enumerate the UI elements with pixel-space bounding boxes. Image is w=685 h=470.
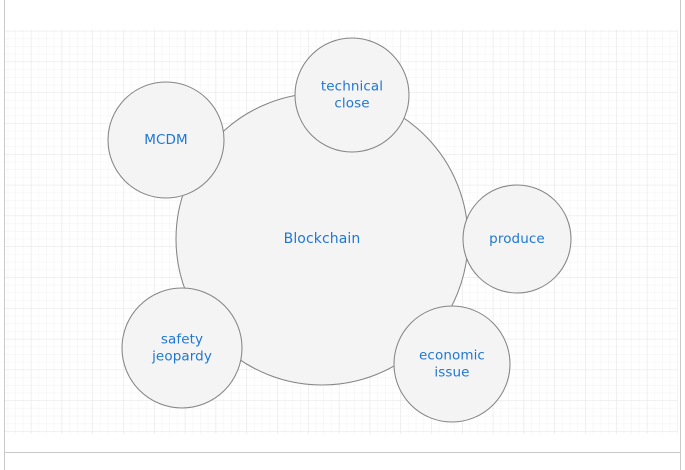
bubble-mcdm[interactable]: MCDM — [107, 81, 225, 199]
bubble-label-line: produce — [489, 231, 545, 247]
bubble-label-line: issue — [434, 365, 469, 381]
bubble-label-line: economic — [419, 348, 485, 364]
bubble-circle-economic-issue[interactable] — [393, 305, 511, 423]
bubble-circle-safety-jeopardy[interactable] — [121, 287, 243, 409]
bubble-label-line: close — [334, 96, 369, 112]
bubble-label-line: MCDM — [144, 132, 188, 148]
bubble-label-line: safety — [161, 332, 203, 348]
bubble-label-line: technical — [321, 79, 383, 95]
bubble-circle-mcdm[interactable] — [107, 81, 225, 199]
bubble-circle-produce[interactable] — [462, 184, 572, 294]
bubble-produce[interactable]: produce — [462, 184, 572, 294]
bubble-label-line: jeopardy — [151, 349, 212, 365]
bubble-label-blockchain: Blockchain — [284, 231, 361, 247]
bubble-circle-technical-close[interactable] — [294, 37, 410, 153]
bubble-label-produce: produce — [489, 231, 545, 247]
bubble-label-mcdm: MCDM — [144, 132, 188, 148]
